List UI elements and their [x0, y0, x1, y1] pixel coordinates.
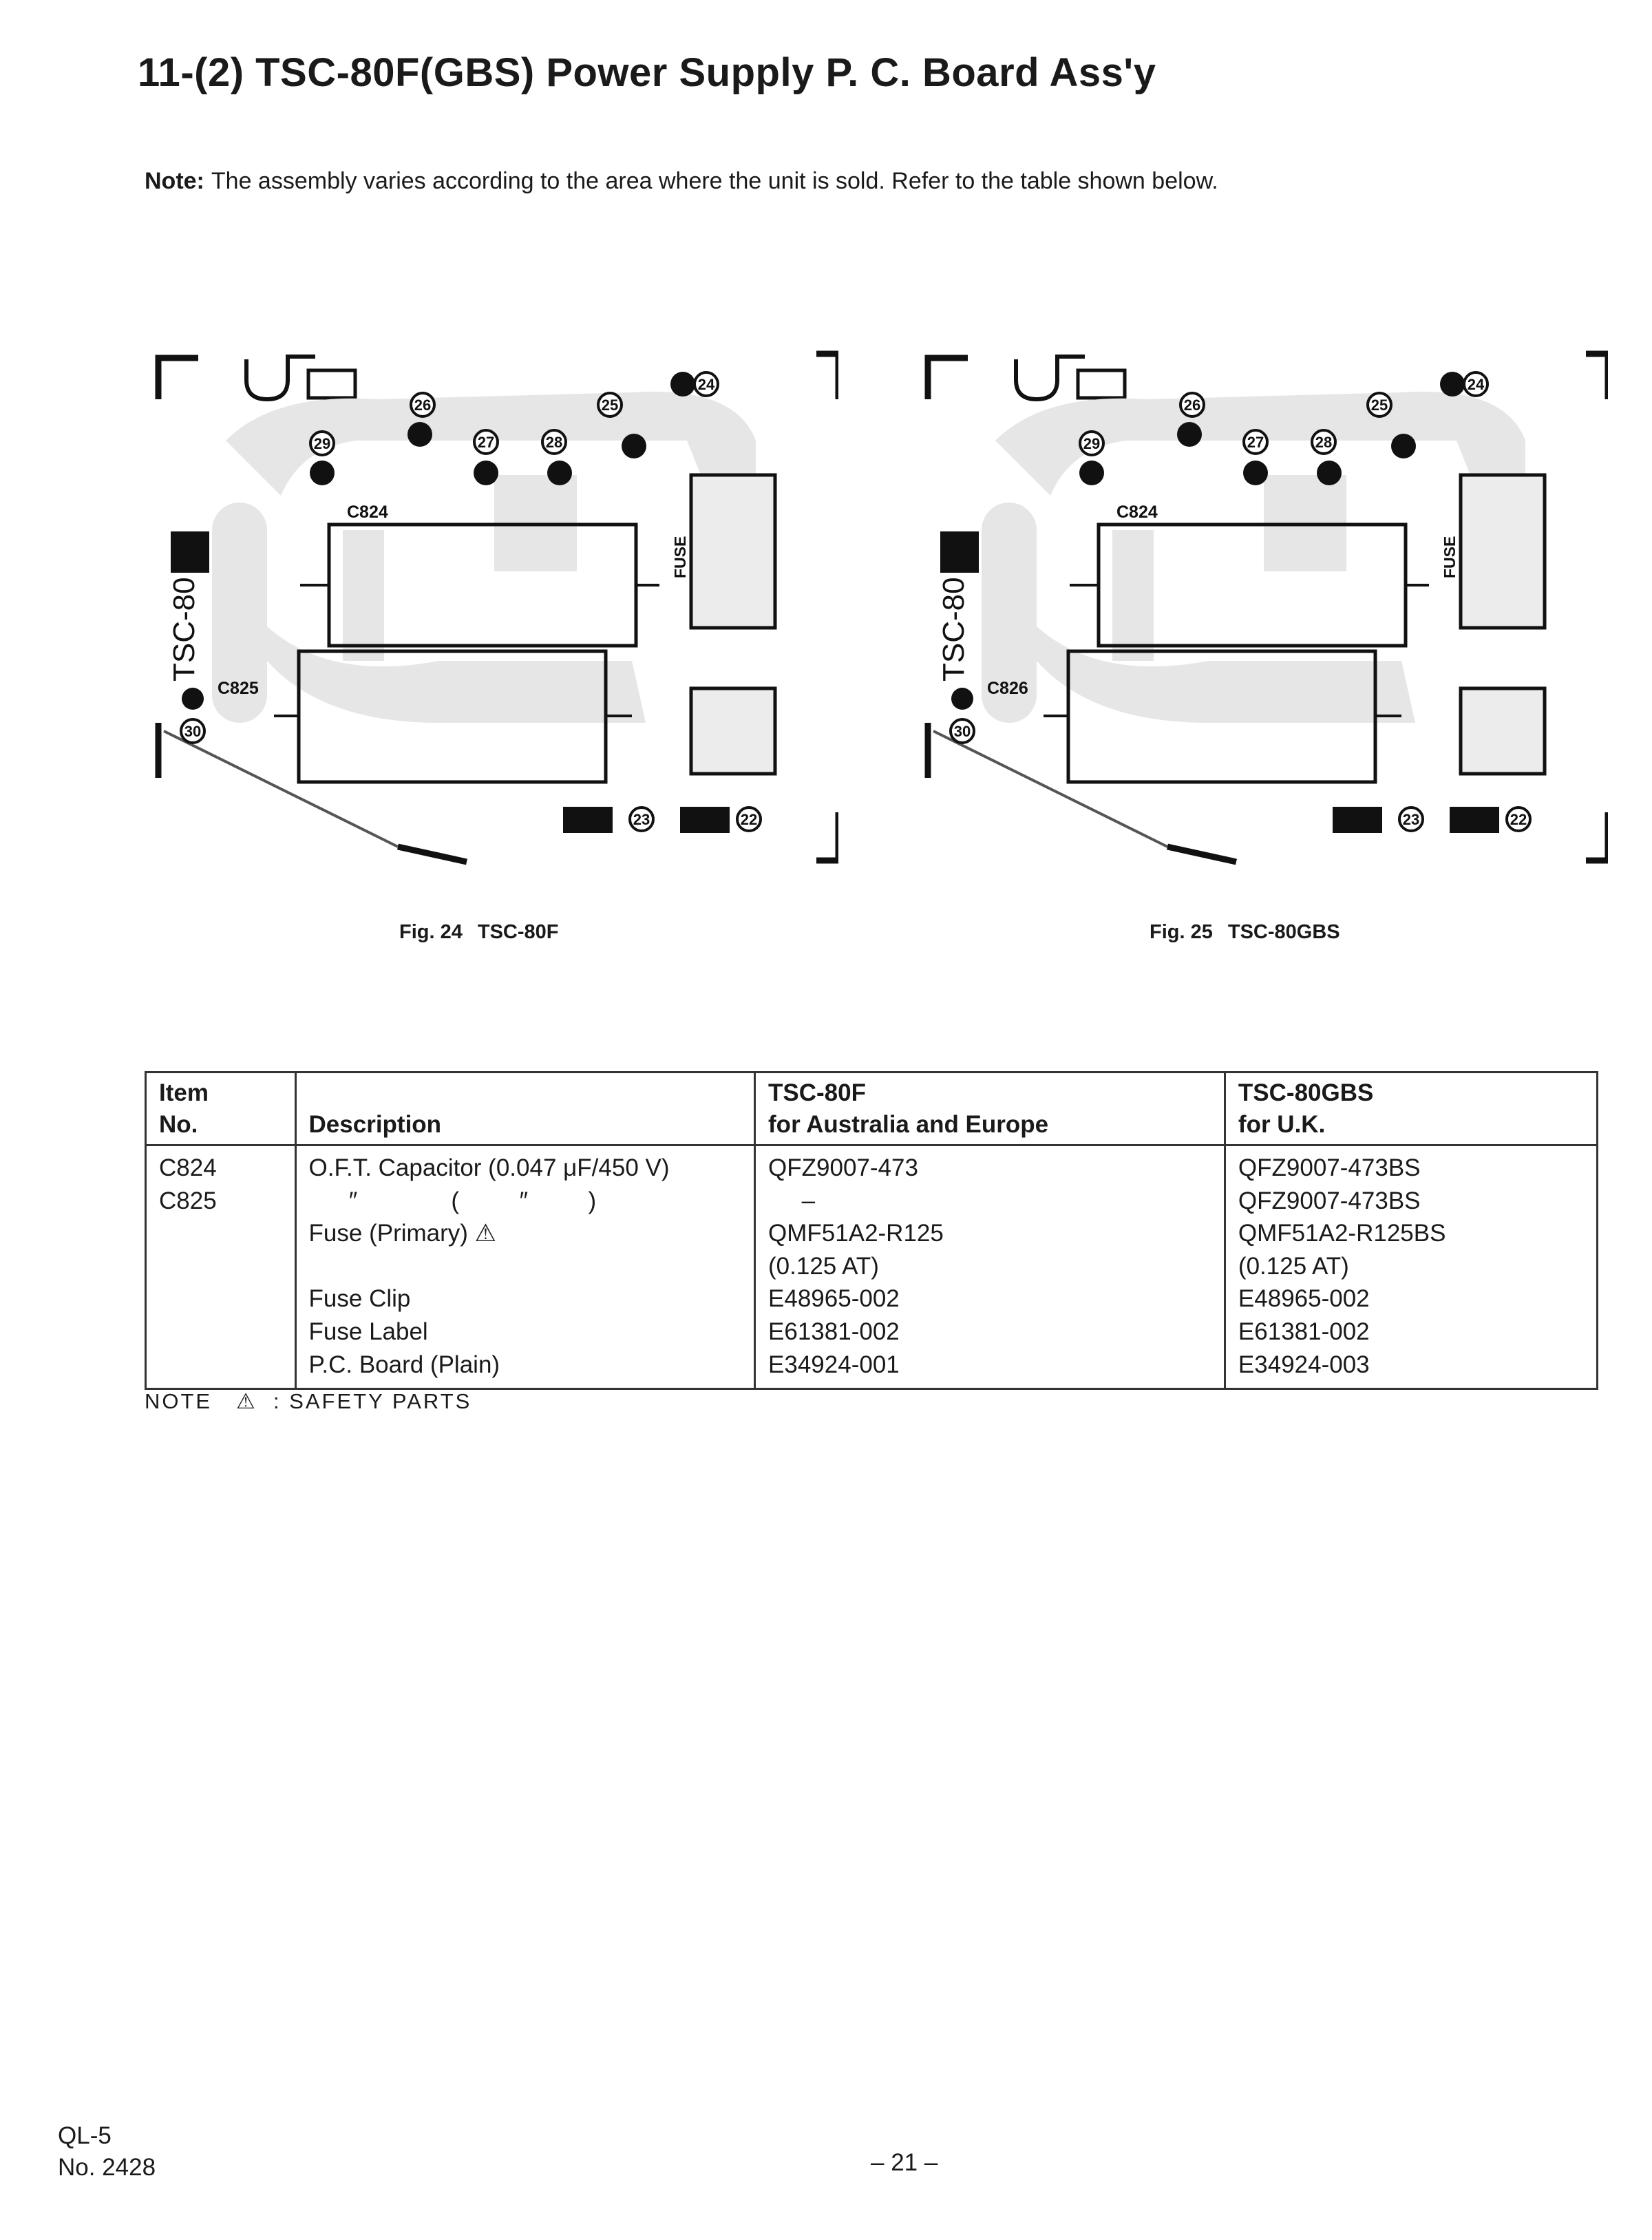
terminal-labels: 24 25 26 27 28 29 30 23 22 [949, 371, 1532, 832]
terminal-26: 26 [1184, 397, 1200, 414]
pcb-drawing: 24 25 26 27 28 29 30 23 22 C824 C826 FUS… [924, 350, 1608, 865]
copper-traces [982, 391, 1525, 723]
terminal-27: 27 [478, 434, 494, 451]
fuse-holder [689, 473, 777, 630]
terminal-30: 30 [184, 723, 201, 740]
header-tsc-80f: TSC-80F for Australia and Europe [754, 1072, 1225, 1146]
corner-mark-bottom-right [816, 812, 838, 864]
table-header-row: Item No. Description TSC-80F for Austral… [145, 1072, 1598, 1146]
fuse-clip [689, 686, 777, 776]
board-notch [244, 355, 315, 402]
header-item-no: Item No. [145, 1072, 296, 1146]
component-block [940, 531, 979, 573]
label-fuse: FUSE [1441, 536, 1459, 578]
fuse-clip [1459, 686, 1547, 776]
figure-number: Fig. 24 [399, 921, 463, 943]
terminal-22: 22 [1510, 811, 1527, 828]
figure-caption-25: Fig. 25 TSC-80GBS [1150, 921, 1355, 944]
note-label: Note: [145, 168, 204, 194]
board-notch [1014, 355, 1085, 402]
terminal-27: 27 [1247, 434, 1264, 451]
terminal-28: 28 [1315, 434, 1332, 451]
copper-traces [212, 391, 756, 723]
pcb-figure-tsc-80gbs: 24 25 26 27 28 29 30 23 22 C824 C826 FUS… [920, 337, 1608, 881]
table-row: C824 C825 O.F.T. Capacitor (0.047 μF/450… [146, 1145, 1598, 1389]
note-text: The assembly varies according to the are… [211, 168, 1218, 194]
page-title: 11-(2) TSC-80F(GBS) Power Supply P. C. B… [138, 50, 1156, 95]
cell-tsc-80gbs-parts: QFZ9007-473BS QFZ9007-473BS QMF51A2-R125… [1223, 1145, 1598, 1389]
terminal-25: 25 [1371, 397, 1388, 414]
component-block [171, 531, 209, 573]
terminal-29: 29 [314, 435, 330, 452]
assembly-note: Note: The assembly varies according to th… [145, 168, 1218, 195]
header-description: Description [294, 1072, 755, 1146]
corner-mark-top-left [155, 355, 198, 399]
terminal-23: 23 [1403, 811, 1419, 828]
terminal-30: 30 [954, 723, 971, 740]
footer-model-info: QL-5 No. 2428 [58, 2120, 156, 2183]
notch-cutout [1076, 368, 1127, 400]
pcb-figure-tsc-80f: 24 25 26 27 28 29 30 23 22 C824 C825 FUS… [150, 337, 838, 881]
fuse-holder [1459, 473, 1547, 630]
notch-cutout [306, 368, 357, 400]
label-fuse: FUSE [671, 536, 689, 578]
terminal-29: 29 [1083, 435, 1100, 452]
terminal-23: 23 [633, 811, 650, 828]
document-number: No. 2428 [58, 2153, 156, 2181]
parts-table: Item No. Description TSC-80F for Austral… [145, 1071, 1598, 1391]
cell-item-numbers: C824 C825 [159, 1154, 217, 1214]
corner-mark-top-left [924, 355, 968, 399]
label-c824: C824 [1116, 503, 1158, 522]
terminal-labels: 24 25 26 27 28 29 30 23 22 [180, 371, 762, 832]
figure-number: Fig. 25 [1150, 921, 1213, 943]
figure-title: TSC-80F [477, 921, 559, 943]
terminal-28: 28 [546, 434, 562, 451]
terminal-26: 26 [414, 397, 431, 414]
label-c825: C825 [218, 679, 259, 698]
model-number: QL-5 [58, 2122, 112, 2149]
corner-mark-top-right [816, 350, 838, 399]
terminal-24: 24 [698, 376, 715, 393]
corner-mark-top-right [1586, 350, 1608, 399]
board-label: TSC-80 [937, 577, 971, 681]
terminal-24: 24 [1468, 376, 1485, 393]
cell-descriptions: O.F.T. Capacitor (0.047 μF/450 V) ″ ( ″ … [294, 1145, 755, 1389]
pcb-drawing: 24 25 26 27 28 29 30 23 22 C824 C825 FUS… [155, 350, 838, 865]
board-label: TSC-80 [167, 577, 201, 681]
figure-caption-24: Fig. 24 TSC-80F [399, 921, 574, 944]
label-c824: C824 [347, 503, 388, 522]
header-tsc-80gbs: TSC-80GBS for U.K. [1223, 1072, 1598, 1146]
figure-title: TSC-80GBS [1227, 921, 1340, 943]
terminal-22: 22 [741, 811, 757, 828]
terminal-dots [951, 372, 1465, 710]
terminal-dots [182, 372, 695, 710]
terminal-25: 25 [602, 397, 618, 414]
corner-mark-bottom-right [1586, 812, 1608, 864]
page-number: – 21 – [871, 2149, 938, 2176]
cell-tsc-80f-parts: QFZ9007-473 – QMF51A2-R125 (0.125 AT) E4… [754, 1145, 1225, 1389]
label-c826: C826 [987, 679, 1028, 698]
safety-parts-note: NOTE ⚠ : SAFETY PARTS [145, 1389, 472, 1413]
